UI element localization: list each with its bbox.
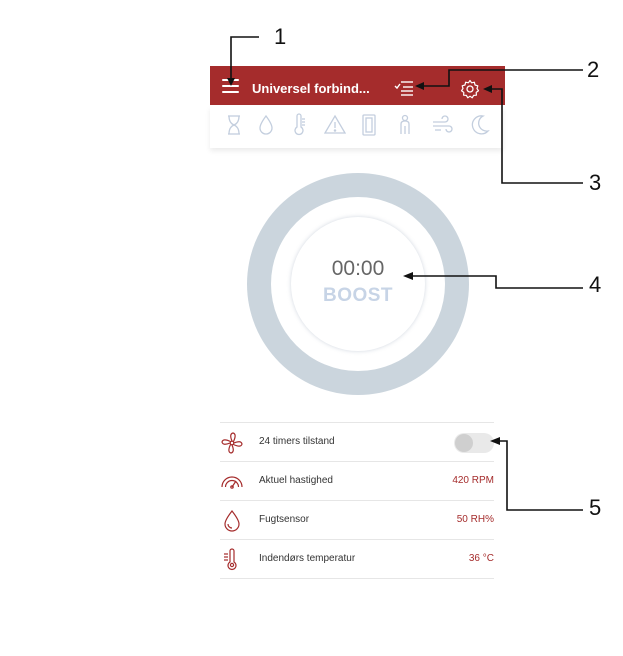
moon-icon[interactable]	[469, 112, 491, 138]
checklist-icon[interactable]	[394, 80, 414, 97]
hourglass-icon[interactable]	[223, 112, 245, 138]
list-item-24h-mode: 24 timers tilstand	[220, 422, 494, 461]
list-item-indoor-temperature: Indendørs temperatur 36 °C	[220, 539, 494, 579]
toggle-knob	[455, 434, 473, 452]
humidity-value: 50 RH%	[456, 514, 494, 525]
list-item-humidity: Fugtsensor 50 RH%	[220, 500, 494, 539]
24h-mode-toggle[interactable]	[454, 433, 494, 453]
gear-icon[interactable]	[460, 79, 480, 99]
row-label: Fugtsensor	[259, 514, 310, 525]
callout-number-1: 1	[274, 24, 287, 49]
hamburger-menu-icon[interactable]	[222, 79, 239, 93]
person-icon[interactable]	[394, 112, 416, 138]
water-drop-icon[interactable]	[255, 112, 277, 138]
water-drop-icon	[220, 509, 244, 533]
boost-button[interactable]	[291, 217, 425, 351]
wind-icon[interactable]	[431, 112, 453, 138]
callout-number-4: 4	[589, 272, 602, 297]
thermometer-icon[interactable]	[288, 112, 310, 138]
speedometer-icon	[220, 470, 244, 494]
callout-number-5: 5	[589, 495, 602, 520]
boost-timer: 00:00	[331, 257, 385, 280]
door-icon[interactable]	[358, 112, 380, 138]
row-label: Indendørs temperatur	[259, 553, 356, 564]
mode-toolbar	[210, 106, 503, 148]
thermometer-icon	[220, 548, 244, 572]
temperature-value: 36 °C	[468, 553, 494, 564]
page-title: Universel forbind...	[252, 81, 370, 96]
warning-icon[interactable]	[323, 112, 347, 138]
row-label: Aktuel hastighed	[259, 475, 333, 486]
callout-number-3: 3	[589, 170, 602, 195]
speed-value: 420 RPM	[452, 475, 494, 486]
boost-label: BOOST	[322, 285, 394, 306]
list-item-current-speed: Aktuel hastighed 420 RPM	[220, 461, 494, 500]
fan-icon	[220, 431, 244, 455]
callout-number-2: 2	[587, 57, 600, 82]
row-label: 24 timers tilstand	[259, 436, 335, 447]
